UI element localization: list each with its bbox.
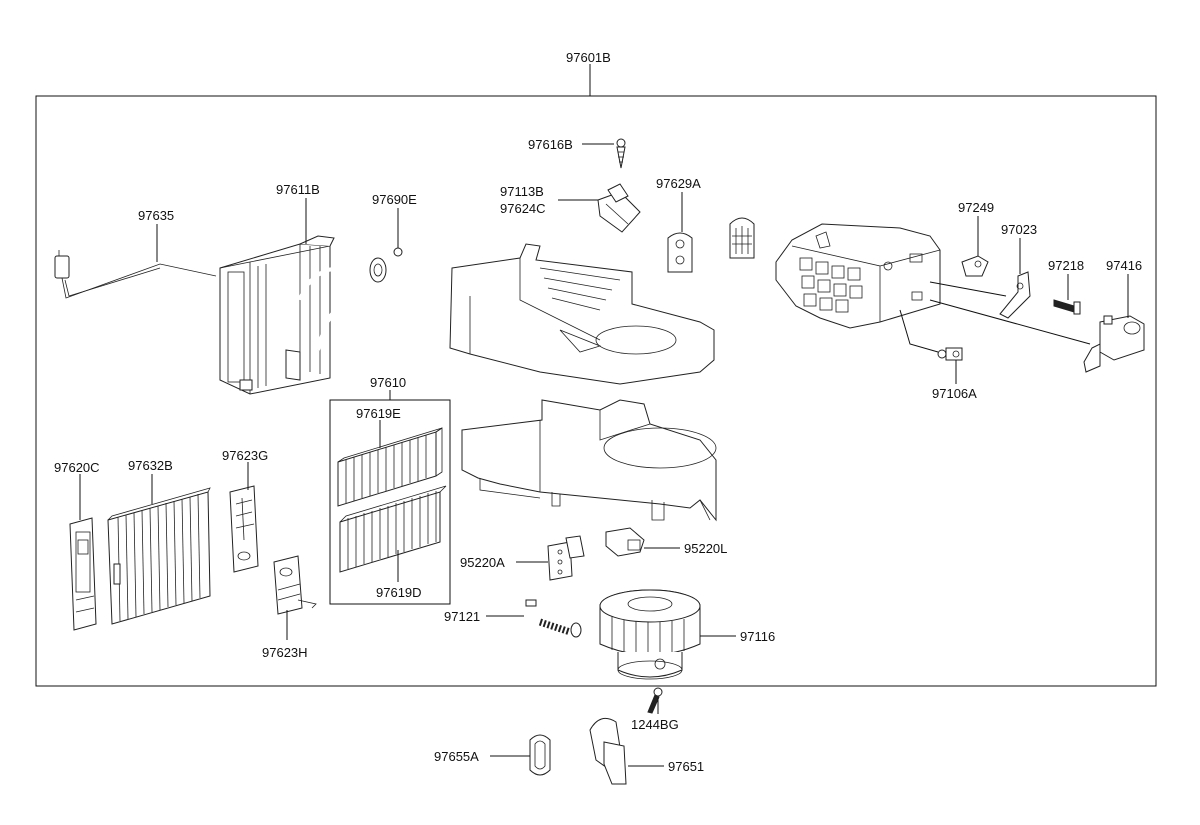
part-duct-97651 [589,717,627,785]
part-clip-97249 [961,255,989,277]
label-97629A: 97629A [656,176,701,191]
part-thermo-sensor [54,250,217,299]
label-97620C: 97620C [54,460,100,475]
label-97249: 97249 [958,200,994,215]
part-actuator-97113B [597,183,641,233]
label-97623H: 97623H [262,645,308,660]
part-cover-97623H [273,555,317,615]
part-screw-97616B [616,138,626,169]
part-cover-97623G [229,485,259,573]
label-97690E: 97690E [372,192,417,207]
label-97611B: 97611B [276,182,320,197]
part-intake-housing [775,223,941,329]
part-actuator-97416 [1083,315,1145,373]
label-97623G: 97623G [222,448,268,463]
part-grille-cover [729,217,755,259]
part-gasket-97629A [667,232,693,273]
label-95220L: 95220L [684,541,727,556]
label-97632B: 97632B [128,458,173,473]
label-97116: 97116 [740,629,775,644]
part-grommet-97655A [529,734,551,776]
part-filter-97632B [107,487,211,625]
label-97619D: 97619D [376,585,422,600]
label-97635: 97635 [138,208,174,223]
part-blower-motor [599,589,701,680]
part-lower-case [461,399,717,522]
label-97616B: 97616B [528,137,573,152]
label-97106A: 97106A [932,386,977,401]
label-97610: 97610 [370,375,406,390]
part-evaporator [219,235,387,395]
label-1244BG: 1244BG [631,717,679,732]
part-filter-lower [339,485,447,573]
assembly-frame [35,95,1157,687]
part-link-97106A [937,347,963,361]
part-bracket-97620C [69,517,97,631]
part-o-ring [393,247,403,257]
part-lever-97023 [999,271,1031,319]
label-97655A: 97655A [434,749,479,764]
label-97619E: 97619E [356,406,401,421]
label-97023: 97023 [1001,222,1037,237]
label-97624C: 97624C [500,201,546,216]
part-screw-97218 [1053,299,1081,315]
part-relay-95220L [605,527,645,557]
label-97651: 97651 [668,759,704,774]
part-upper-case [449,243,715,385]
label-95220A: 95220A [460,555,505,570]
part-hose-97121 [522,599,582,638]
part-filter-upper [337,427,443,507]
label-97121: 97121 [444,609,480,624]
label-97218: 97218 [1048,258,1084,273]
part-screw-1244BG [647,687,663,714]
label-97601B: 97601B [566,50,611,65]
label-97416: 97416 [1106,258,1142,273]
part-relay-95220A [547,535,585,581]
label-97113B: 97113B [500,184,544,199]
